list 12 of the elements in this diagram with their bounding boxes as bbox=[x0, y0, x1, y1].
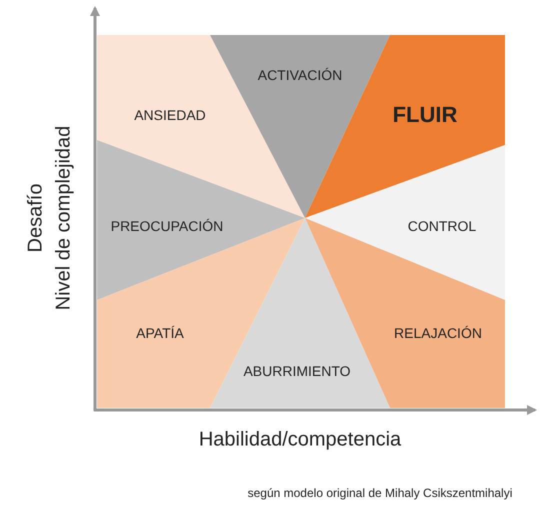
caption: según modelo original de Mihaly Csikszentmihalyi bbox=[248, 486, 512, 500]
axis-title: Habilidad/competencia bbox=[198, 428, 402, 452]
sector-label: RELAJACIÓN bbox=[394, 325, 482, 341]
sector-label: CONTROL bbox=[408, 218, 476, 234]
sector-label: ANSIEDAD bbox=[134, 107, 206, 123]
sector-label: ACTIVACIÓN bbox=[258, 67, 342, 83]
sector-label: FLUIR bbox=[392, 102, 458, 128]
axis-title: Desafío bbox=[24, 184, 48, 252]
sector-label: ABURRIMIENTO bbox=[243, 363, 351, 379]
axis-title: Nivel de complejidad bbox=[52, 126, 76, 310]
sector-label: PREOCUPACIÓN bbox=[110, 218, 224, 234]
sector-label: APATÍA bbox=[136, 325, 184, 341]
